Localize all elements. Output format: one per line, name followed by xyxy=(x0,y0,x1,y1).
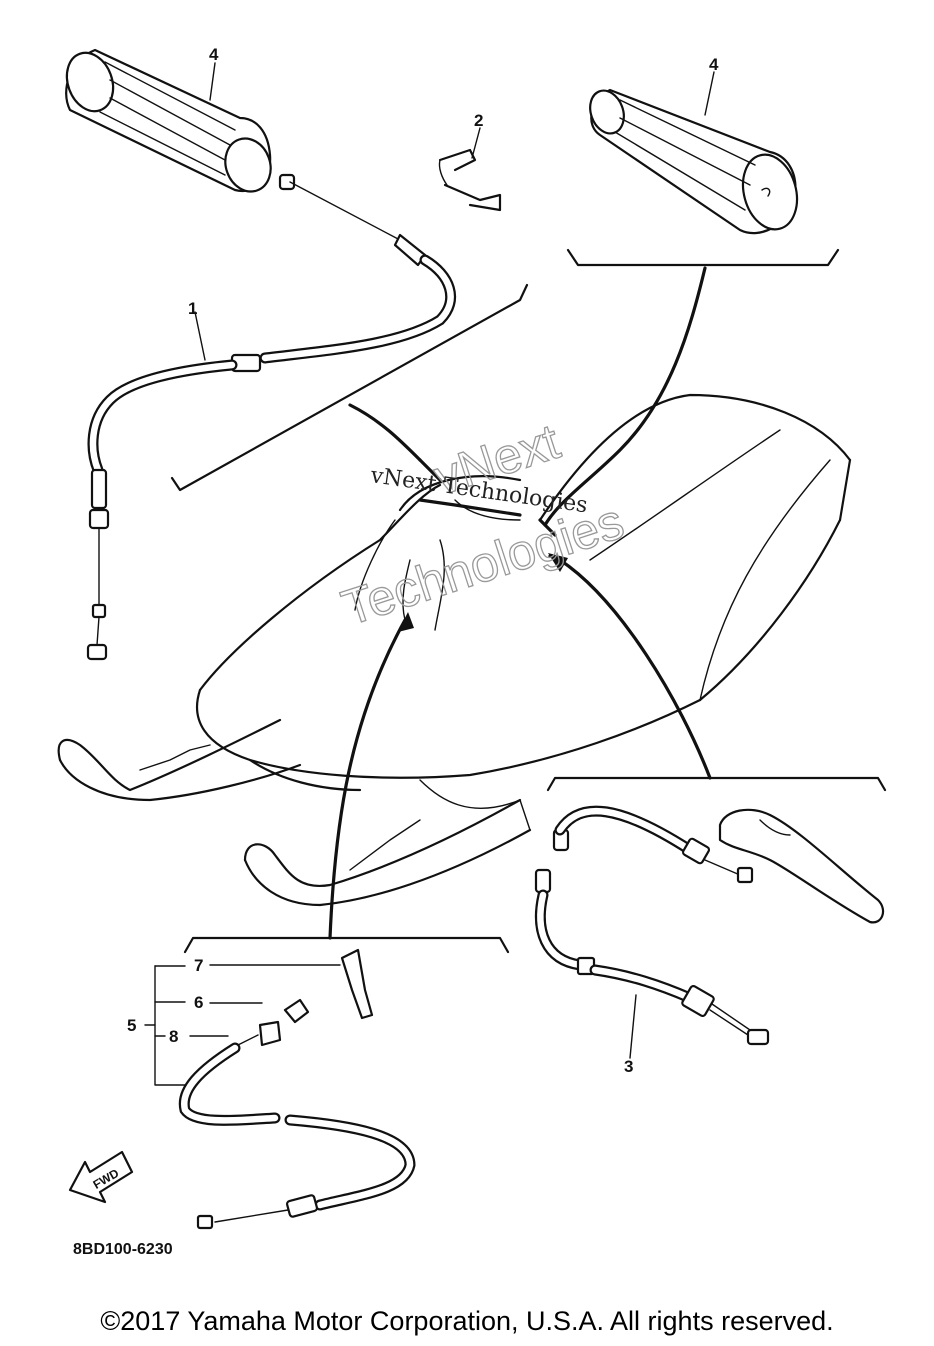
watermark: vNext Technologies vNext Technologies xyxy=(335,412,631,636)
callout-5: 5 xyxy=(127,1016,136,1035)
callout-4-left: 4 xyxy=(209,45,219,64)
callout-8: 8 xyxy=(169,1027,178,1046)
brake-cable xyxy=(534,805,885,1046)
clip-part xyxy=(438,148,502,212)
part-code: 8BD100-6230 xyxy=(73,1241,173,1258)
right-grip xyxy=(589,88,799,235)
fwd-arrow-icon: FWD xyxy=(68,1150,134,1204)
callout-3: 3 xyxy=(624,1057,633,1076)
callout-6: 6 xyxy=(194,993,203,1012)
left-grip xyxy=(65,48,272,193)
throttle-cable xyxy=(86,173,457,661)
right-ski xyxy=(243,798,532,907)
callout-7: 7 xyxy=(194,956,203,975)
leader-lines xyxy=(144,62,887,1086)
diagram-drawing: FWD 4 4 2 1 3 7 6 5 8 8BD100-6230 vNext … xyxy=(57,45,887,1258)
copyright-notice: ©2017 Yamaha Motor Corporation, U.S.A. A… xyxy=(100,1306,834,1336)
left-ski xyxy=(57,718,302,802)
callout-4-right: 4 xyxy=(709,55,719,74)
callout-2: 2 xyxy=(474,111,483,130)
snowmobile-body xyxy=(195,393,852,809)
choke-cable xyxy=(178,948,416,1230)
callout-1: 1 xyxy=(188,299,197,318)
